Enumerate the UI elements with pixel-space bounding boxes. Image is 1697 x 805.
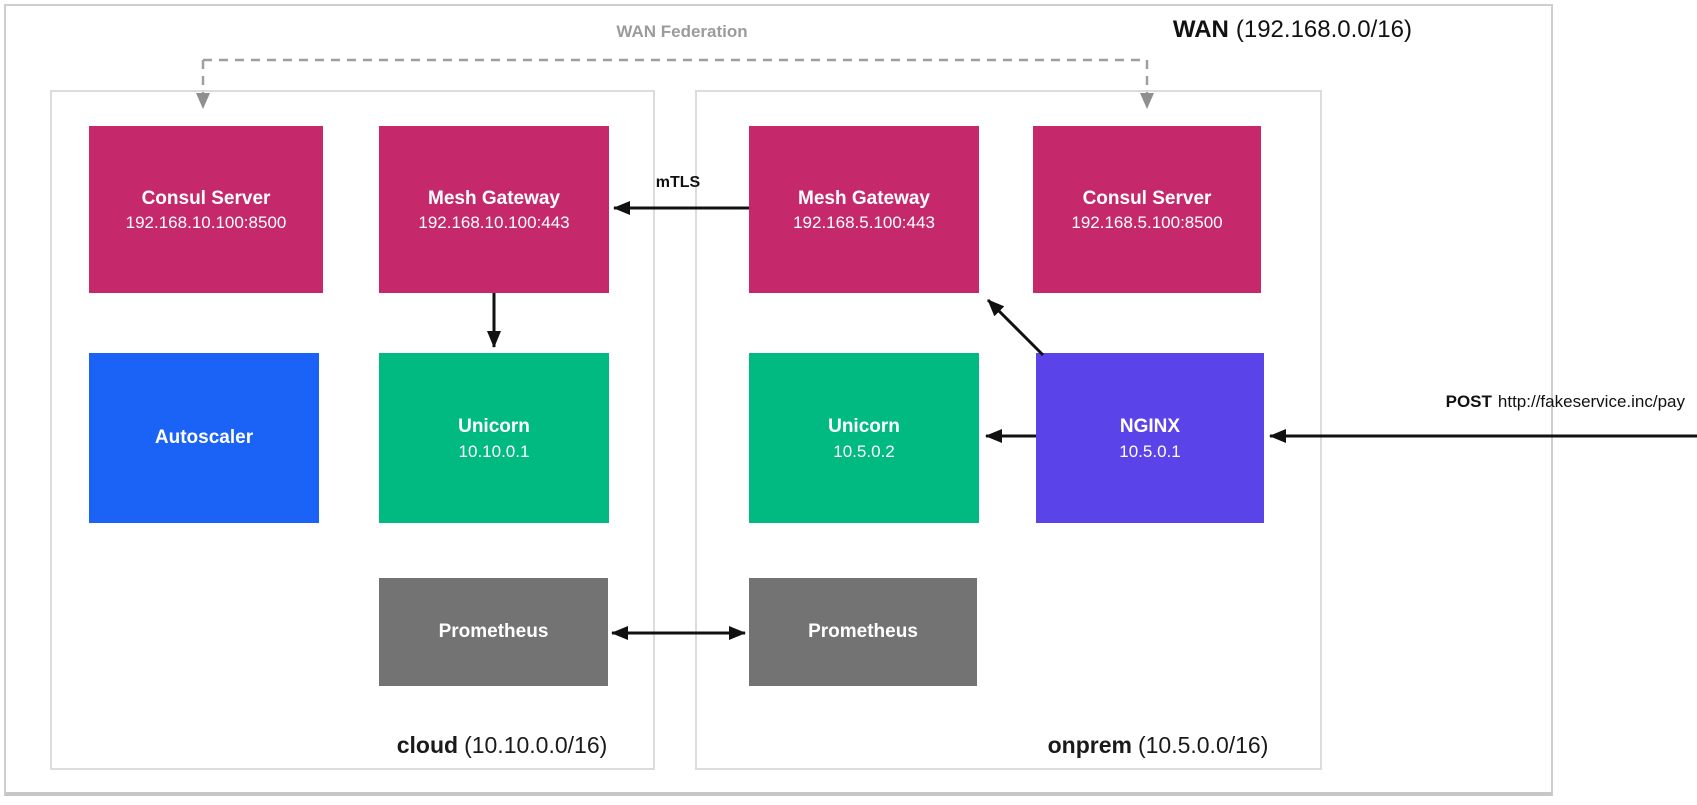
node-unicorn-onprem: Unicorn 10.5.0.2 <box>749 353 979 523</box>
node-title: Mesh Gateway <box>428 187 560 209</box>
zone-onprem-name: onprem <box>1047 732 1132 758</box>
node-title: Consul Server <box>141 187 271 209</box>
node-address: 10.5.0.1 <box>1119 441 1181 461</box>
zone-cloud-cidr: (10.10.0.0/16) <box>464 732 608 758</box>
wan-label: WAN(192.168.0.0/16) <box>1100 16 1412 44</box>
zone-cloud-name: cloud <box>396 732 459 758</box>
node-address: 10.10.0.1 <box>458 441 530 461</box>
post-url: http://fakeservice.inc/pay <box>1497 392 1685 411</box>
wan-cidr: (192.168.0.0/16) <box>1235 16 1412 43</box>
node-address: 192.168.5.100:443 <box>793 213 935 233</box>
zone-cloud-label: cloud(10.10.0.0/16) <box>352 732 652 759</box>
node-address: 192.168.10.100:443 <box>418 213 570 233</box>
node-title: Autoscaler <box>154 427 254 449</box>
post-method: POST <box>1445 392 1492 411</box>
wan-federation-label: WAN Federation <box>616 22 748 41</box>
post-request-label: POST http://fakeservice.inc/pay <box>1385 392 1685 412</box>
node-title: Unicorn <box>828 416 900 438</box>
node-title: Mesh Gateway <box>798 187 930 209</box>
zone-onprem-label: onprem(10.5.0.0/16) <box>1008 732 1308 759</box>
node-title: Unicorn <box>458 416 530 438</box>
node-mesh-gateway-onprem: Mesh Gateway 192.168.5.100:443 <box>749 126 979 293</box>
node-title: Prometheus <box>438 621 549 643</box>
mtls-label: mTLS <box>655 174 701 191</box>
node-title: NGINX <box>1119 416 1181 438</box>
node-unicorn-cloud: Unicorn 10.10.0.1 <box>379 353 609 523</box>
node-title: Consul Server <box>1082 187 1212 209</box>
node-mesh-gateway-cloud: Mesh Gateway 192.168.10.100:443 <box>379 126 609 293</box>
wan-name: WAN <box>1172 16 1229 43</box>
node-nginx: NGINX 10.5.0.1 <box>1036 353 1264 523</box>
node-prometheus-onprem: Prometheus <box>749 578 977 686</box>
node-prometheus-cloud: Prometheus <box>379 578 608 686</box>
node-address: 10.5.0.2 <box>833 441 895 461</box>
node-address: 192.168.5.100:8500 <box>1071 213 1223 233</box>
node-autoscaler: Autoscaler <box>89 353 319 523</box>
node-consul-server-onprem: Consul Server 192.168.5.100:8500 <box>1033 126 1261 293</box>
node-consul-server-cloud: Consul Server 192.168.10.100:8500 <box>89 126 323 293</box>
node-address: 192.168.10.100:8500 <box>125 213 287 233</box>
node-title: Prometheus <box>808 621 918 643</box>
zone-onprem-cidr: (10.5.0.0/16) <box>1137 732 1269 758</box>
